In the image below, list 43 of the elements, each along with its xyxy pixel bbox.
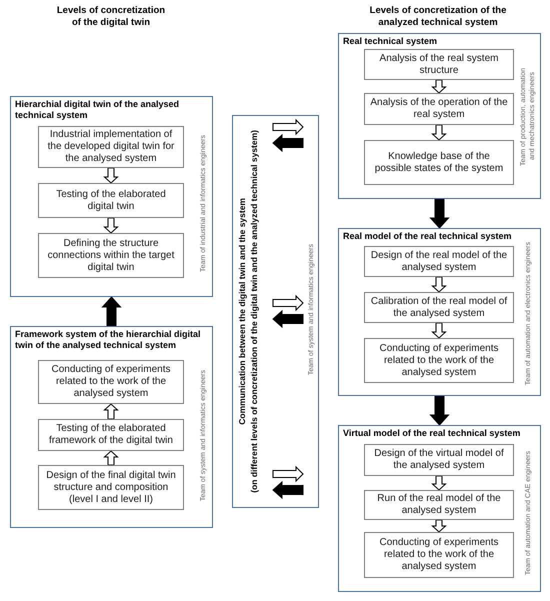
block-arrow <box>103 403 119 420</box>
block-arrow <box>101 296 122 326</box>
process-box: Design of the real model of the analysed system <box>364 246 514 277</box>
process-box: Conducting of experiments related to the work of the analysed system <box>364 532 514 578</box>
panel-heading: Virtual model of the real technical system <box>342 427 522 439</box>
block-arrow <box>103 450 119 466</box>
group-panel <box>338 228 541 396</box>
block-arrow <box>103 168 119 184</box>
panel-heading: Hierarchial digital twin of the analysed technical system <box>14 98 180 121</box>
process-box: Knowledge base of the possible states of the system <box>364 140 514 185</box>
process-box: Conducting of experiments related to the work of the analysed system <box>364 338 514 383</box>
block-arrow <box>431 322 447 339</box>
column-heading: Levels of concretization of the analyzed technical system <box>368 5 508 29</box>
block-arrow <box>429 198 450 229</box>
process-box: Design of the virtual model of the analysed system <box>364 444 514 476</box>
column-heading: Levels of concretization of the digital twin <box>56 5 166 29</box>
process-box: Conducting of experiments related to the work of the analysed system <box>38 360 184 404</box>
vertical-heading: Communication between the digital twin and the system <box>237 198 247 425</box>
process-box: Design of the final digital twin structure and composition (level I and level II) <box>38 465 184 510</box>
block-arrow <box>431 80 447 94</box>
group-panel <box>338 33 541 199</box>
block-arrow <box>431 476 447 491</box>
group-panel <box>232 115 319 508</box>
process-box: Testing of the elaborated framework of the digital twin <box>38 419 184 451</box>
process-box: Testing of the elaborated digital twin <box>38 183 184 218</box>
process-box: Analysis of the operation of the real system <box>364 93 514 125</box>
block-arrow <box>431 124 447 141</box>
panel-heading: Real technical system <box>342 35 438 47</box>
group-panel <box>338 425 541 592</box>
process-box: Run of the real model of the analysed system <box>364 490 514 520</box>
block-arrow <box>431 276 447 293</box>
block-arrow <box>431 520 447 533</box>
process-box: Industrial implementation of the developed digital twin for the analysed system <box>38 126 184 168</box>
process-box: Defining the structure connections within the target digital twin <box>38 233 184 278</box>
process-box: Calibration of the real model of the analysed system <box>364 292 514 323</box>
vertical-heading: (on different levels of concretization of the digital twin and the analyzed technical system) <box>249 130 259 493</box>
group-panel <box>10 96 213 297</box>
block-arrow <box>103 218 119 234</box>
block-arrow <box>429 396 450 426</box>
group-panel <box>10 326 213 528</box>
panel-heading: Real model of the real technical system <box>342 230 513 242</box>
process-box: Analysis of the real system structure <box>364 49 514 80</box>
panel-heading: Framework system of the hierarchial digital twin of the analysed technical system <box>14 328 202 351</box>
